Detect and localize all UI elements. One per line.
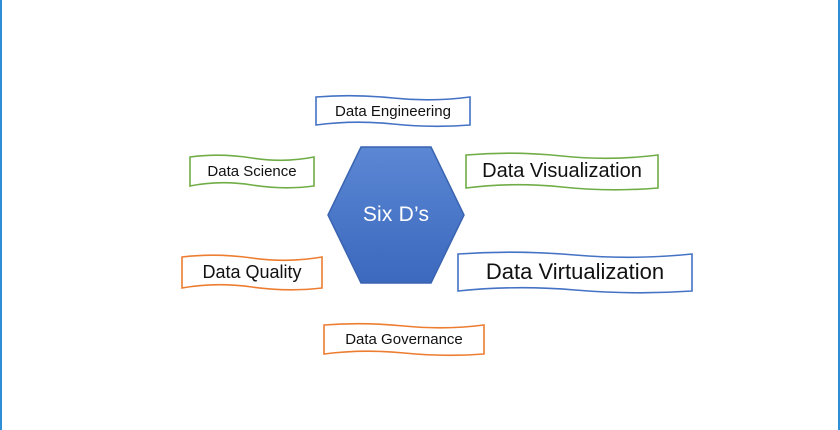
tag-label: Data Engineering <box>335 102 451 120</box>
hexagon-label: Six D’s <box>362 203 430 226</box>
tag-data-governance: Data Governance <box>322 322 486 357</box>
tag-label: Data Visualization <box>482 159 642 182</box>
tag-data-visualization: Data Visualization <box>464 151 660 191</box>
tag-data-engineering: Data Engineering <box>314 94 472 128</box>
tag-label: Data Quality <box>202 261 302 282</box>
tag-data-science: Data Science <box>188 153 316 189</box>
tag-label: Data Governance <box>345 331 463 348</box>
six-ds-hexagon: Six D’s <box>326 145 466 285</box>
tag-data-quality: Data Quality <box>180 253 324 291</box>
tag-label: Data Science <box>207 162 297 180</box>
tag-data-virtualization: Data Virtualization <box>456 250 694 294</box>
tag-label: Data Virtualization <box>485 259 665 284</box>
